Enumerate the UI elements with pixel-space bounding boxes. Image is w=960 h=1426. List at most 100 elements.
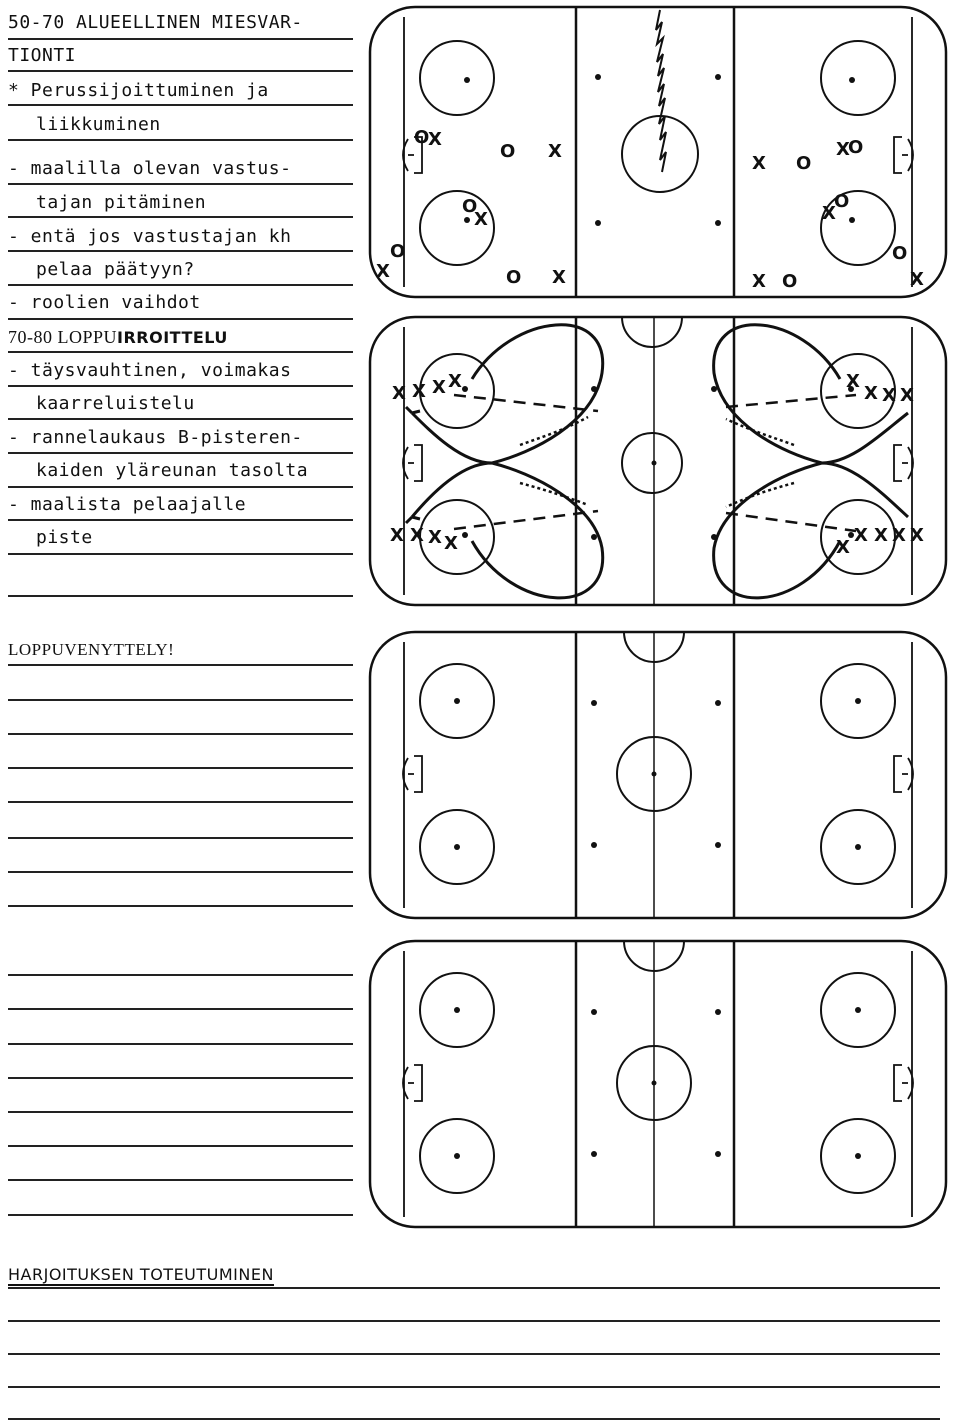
goal-crease xyxy=(893,755,908,793)
writing-line xyxy=(8,664,353,666)
faceoff-circle xyxy=(419,663,495,739)
writing-line xyxy=(8,1111,353,1113)
goal-net xyxy=(907,138,914,172)
player-x-mark: X xyxy=(376,261,390,282)
arrow-head xyxy=(404,405,421,415)
writing-line xyxy=(8,284,353,286)
player-x-mark: X xyxy=(910,269,924,290)
goal-crease xyxy=(408,755,423,793)
player-x-mark: X xyxy=(448,371,462,392)
center-circle xyxy=(616,1045,692,1121)
writing-line xyxy=(8,1179,353,1181)
opponent-o-mark: O xyxy=(500,141,515,162)
faceoff-circle xyxy=(820,353,896,429)
player-x-mark: X xyxy=(910,525,924,546)
arrow-head xyxy=(404,515,421,525)
opponent-o-mark: O xyxy=(782,271,797,292)
shot-line xyxy=(725,481,795,509)
section1-item-continued: pelaa päätyyn? xyxy=(36,259,195,280)
section1-point-continued: liikkuminen xyxy=(36,114,161,135)
shot-line xyxy=(519,415,589,447)
section3-heading: LOPPUVENYTTELY! xyxy=(8,640,175,659)
footer-writing-line xyxy=(8,1418,940,1420)
skating-path xyxy=(712,323,909,465)
writing-line xyxy=(8,318,353,320)
player-x-mark: X xyxy=(390,525,404,546)
player-x-mark: X xyxy=(412,381,426,402)
goal-net xyxy=(402,757,409,791)
writing-line xyxy=(8,104,353,106)
pass-line xyxy=(725,393,857,409)
section1-title-line2: TIONTI xyxy=(8,45,77,66)
faceoff-circle xyxy=(820,1118,896,1194)
faceoff-dots xyxy=(462,386,854,540)
player-x-mark: X xyxy=(854,525,868,546)
referee-crease xyxy=(623,631,685,663)
opponent-o-mark: O xyxy=(796,153,811,174)
player-x-mark: X xyxy=(474,209,488,230)
player-x-mark: X xyxy=(882,385,896,406)
writing-line xyxy=(8,486,353,488)
player-x-mark: X xyxy=(874,525,888,546)
writing-line xyxy=(8,1043,353,1045)
section2-item-continued: kaarreluistelu xyxy=(36,393,195,414)
goal-crease xyxy=(408,1064,423,1102)
writing-line xyxy=(8,974,353,976)
footer-writing-line xyxy=(8,1353,940,1355)
faceoff-circle xyxy=(419,1118,495,1194)
referee-crease xyxy=(621,316,683,348)
writing-line xyxy=(8,905,353,907)
goal-crease xyxy=(893,136,908,174)
writing-line xyxy=(8,801,353,803)
writing-line xyxy=(8,1008,353,1010)
goal-net xyxy=(907,757,914,791)
section2-item-continued: kaiden yläreunan tasolta xyxy=(36,460,309,481)
rink-diagram-2: X X X X X X X X X X X X X X X X X xyxy=(368,315,948,607)
opponent-o-mark: O xyxy=(834,191,849,212)
pass-line xyxy=(725,511,857,533)
shot-line xyxy=(725,417,795,447)
writing-line xyxy=(8,837,353,839)
player-x-mark: X xyxy=(444,533,458,554)
section2-item: - täysvauhtinen, voimakas xyxy=(8,360,292,381)
writing-line xyxy=(8,250,353,252)
player-x-mark: X xyxy=(428,527,442,548)
writing-line xyxy=(8,385,353,387)
section1-item: - entä jos vastustajan kh xyxy=(8,226,292,247)
writing-line xyxy=(8,871,353,873)
footer-heading: HARJOITUKSEN TOTEUTUMINEN xyxy=(8,1265,274,1286)
goal-net xyxy=(402,1066,409,1100)
player-x-mark: X xyxy=(548,141,562,162)
faceoff-circle xyxy=(820,40,896,116)
footer-writing-line xyxy=(8,1320,940,1322)
opponent-o-mark: O xyxy=(390,241,405,262)
writing-line xyxy=(8,139,353,141)
rink-diagram-1: X O O X O X X O O X X O X O X O X O O X xyxy=(368,5,948,299)
writing-line xyxy=(8,351,353,353)
section1-item: - maalilla olevan vastus- xyxy=(8,158,292,179)
goal-net xyxy=(402,446,409,480)
player-x-mark: X xyxy=(892,525,906,546)
faceoff-dots xyxy=(464,74,855,226)
writing-line xyxy=(8,1214,353,1216)
writing-line xyxy=(8,183,353,185)
section2-item: - rannelaukaus B-pisteren- xyxy=(8,427,303,448)
writing-line xyxy=(8,216,353,218)
writing-line xyxy=(8,733,353,735)
writing-line xyxy=(8,1145,353,1147)
player-x-mark: X xyxy=(552,267,566,288)
writing-line xyxy=(8,70,353,72)
writing-line xyxy=(8,699,353,701)
goal-net xyxy=(402,138,409,172)
section2-heading-handwritten: IRROITTELU xyxy=(117,328,228,347)
skating-path xyxy=(410,461,605,600)
player-x-mark: X xyxy=(900,385,914,406)
opponent-o-mark: O xyxy=(506,267,521,288)
faceoff-circle xyxy=(419,353,495,429)
opponent-o-mark: O xyxy=(848,137,863,158)
writing-line xyxy=(8,452,353,454)
center-circle xyxy=(621,115,699,193)
center-circle xyxy=(621,432,683,494)
opponent-o-mark: O xyxy=(892,243,907,264)
pass-line xyxy=(453,393,599,413)
